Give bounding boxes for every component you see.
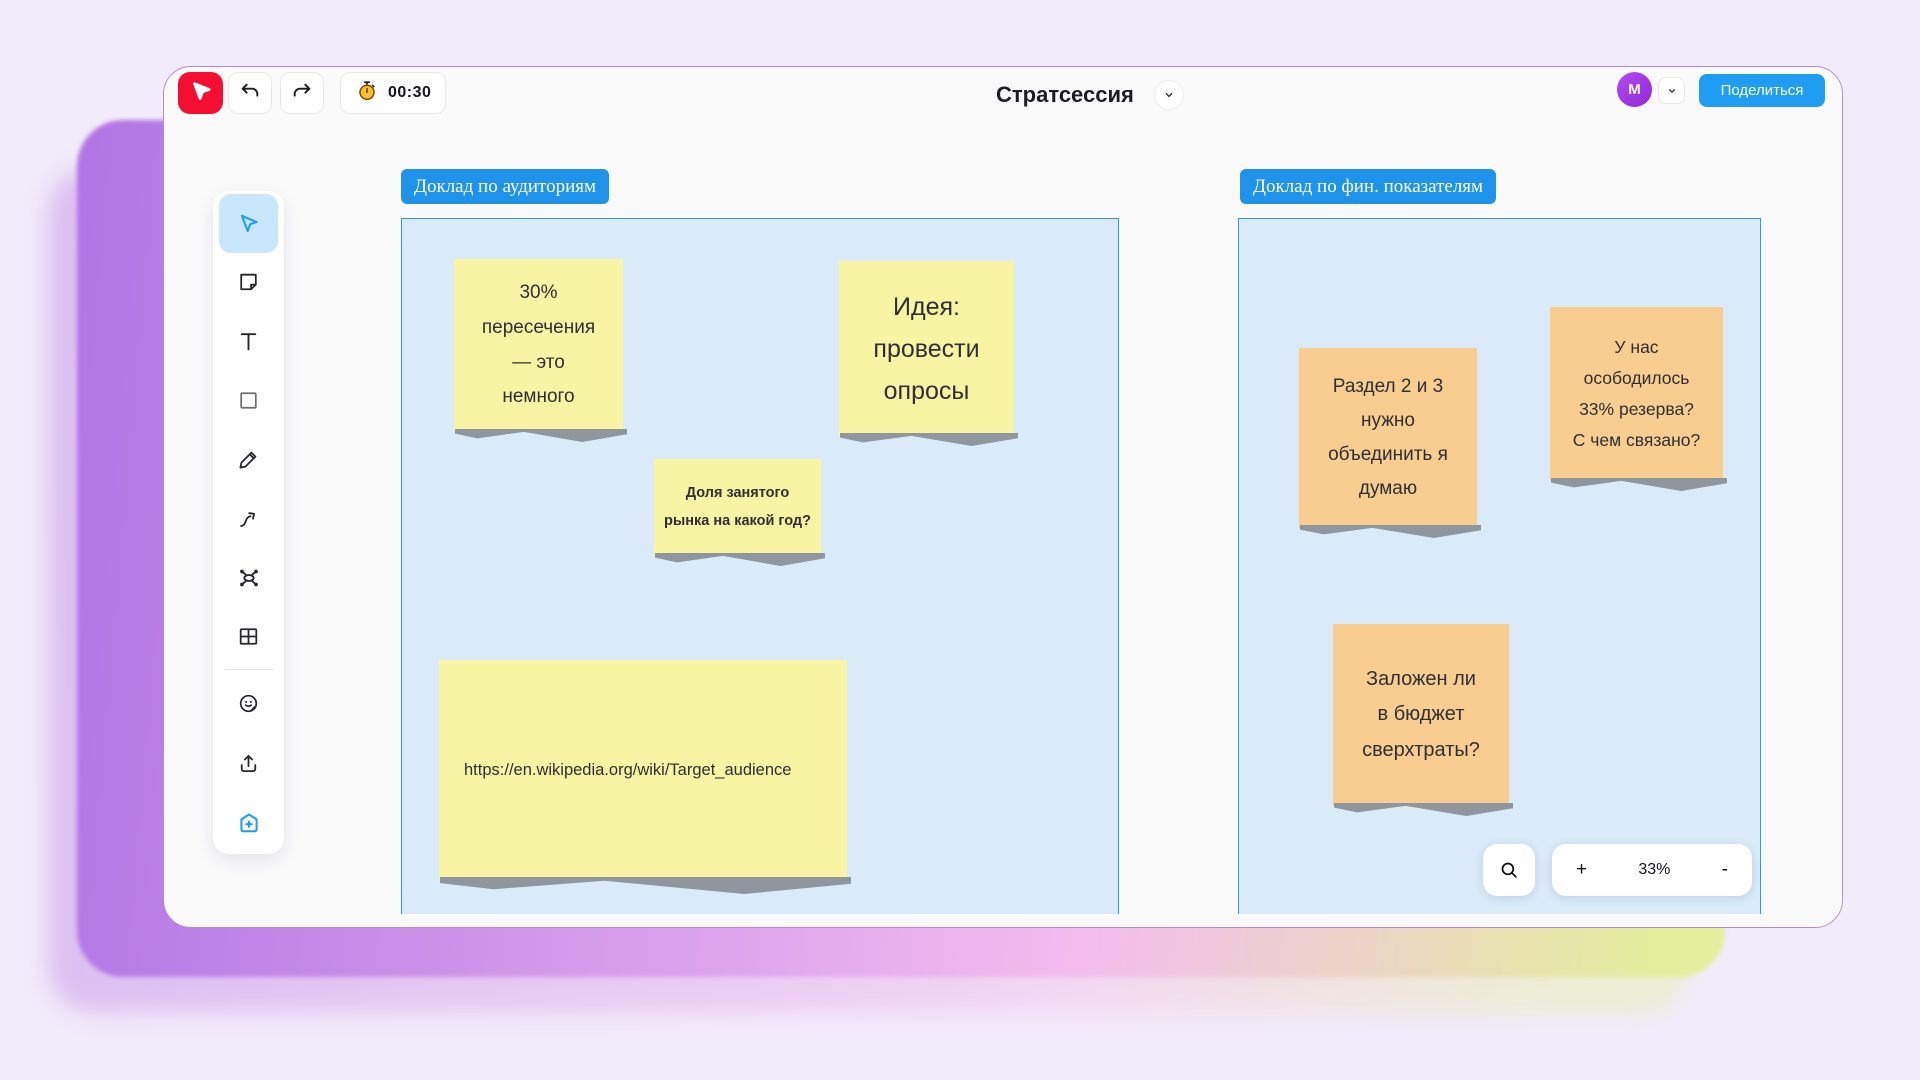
frame-title-financials[interactable]: Доклад по фин. показателям: [1240, 169, 1497, 204]
share-button[interactable]: Поделиться: [1699, 74, 1825, 107]
tool-sticky-note[interactable]: [219, 253, 278, 312]
account-dropdown[interactable]: [1658, 77, 1685, 104]
cursor-icon: [240, 214, 258, 232]
pencil-icon: [239, 451, 257, 469]
tool-pen[interactable]: [219, 430, 278, 489]
zoom-level: 33%: [1638, 861, 1671, 878]
add-frame-icon: [239, 813, 258, 833]
search-icon: [1501, 862, 1517, 878]
cursor-logo-icon: [188, 78, 214, 109]
tool-upload[interactable]: [219, 733, 278, 793]
tools-panel: [213, 191, 284, 854]
tool-select[interactable]: [219, 194, 278, 253]
undo-icon: [238, 79, 262, 108]
sticky-note[interactable]: Идея: провести опросы: [839, 261, 1018, 446]
sticky-note[interactable]: 30% пересечения — это немного: [454, 259, 627, 442]
curved-arrow-icon: [240, 512, 256, 527]
redo-button[interactable]: [280, 72, 324, 114]
search-button[interactable]: [1483, 844, 1535, 896]
sticky-note[interactable]: Доля занятого рынка на какой год?: [654, 459, 825, 566]
frame-title-audiences[interactable]: Доклад по аудиториям: [401, 169, 610, 204]
redo-icon: [290, 79, 314, 108]
table-grid-icon: [239, 628, 258, 645]
note-text: 30% пересечения — это немного: [481, 281, 596, 408]
tool-shape[interactable]: [219, 371, 278, 430]
chevron-down-icon: [1668, 88, 1675, 93]
tool-mindmap[interactable]: [219, 548, 278, 607]
undo-button[interactable]: [228, 72, 272, 114]
upload-icon: [240, 754, 257, 772]
stopwatch-icon: [355, 79, 379, 108]
board-title: Стратсессия: [996, 82, 1134, 107]
zoom-control: + 33% -: [1552, 844, 1752, 896]
tool-table[interactable]: [219, 607, 278, 666]
note-text: Доля занятого рынка на какой год?: [664, 484, 811, 529]
sticky-note-link[interactable]: https://en.wikipedia.org/wiki/Target_aud…: [439, 660, 851, 894]
tool-sticker[interactable]: [219, 673, 278, 733]
sticky-note[interactable]: Раздел 2 и 3 нужно объединить я думаю: [1299, 348, 1481, 538]
note-text: Идея: провести опросы: [873, 292, 980, 405]
sticky-note-icon: [240, 273, 257, 291]
note-text: https://en.wikipedia.org/wiki/Target_aud…: [464, 761, 792, 779]
timer-button[interactable]: 00:30: [340, 72, 447, 114]
zoom-out-button[interactable]: -: [1721, 859, 1728, 880]
tool-add-frame[interactable]: [219, 793, 278, 853]
sticky-note[interactable]: У нас осободилось 33% резерва? С чем свя…: [1550, 307, 1727, 491]
rectangle-icon: [240, 392, 257, 409]
text-icon: [240, 333, 257, 351]
toolbar-divider: [224, 669, 273, 670]
app-window: 00:30 Стратсессия M Поделиться: [163, 66, 1843, 928]
tool-text[interactable]: [219, 312, 278, 371]
chevron-down-icon: [1165, 92, 1173, 98]
sticker-smiley-icon: [239, 694, 258, 712]
avatar-initial: M: [1628, 81, 1641, 98]
mindmap-icon: [239, 569, 258, 586]
board-title-dropdown[interactable]: [1153, 80, 1184, 110]
note-text: У нас осободилось 33% резерва? С чем свя…: [1572, 336, 1701, 451]
note-text: Заложен ли в бюджет сверхтраты?: [1362, 667, 1480, 761]
app-logo[interactable]: [178, 72, 223, 114]
sticky-note[interactable]: Заложен ли в бюджет сверхтраты?: [1333, 624, 1513, 816]
timer-value: 00:30: [388, 84, 432, 101]
tool-connector[interactable]: [219, 489, 278, 548]
user-avatar[interactable]: M: [1617, 72, 1652, 107]
note-text: Раздел 2 и 3 нужно объединить я думаю: [1328, 375, 1448, 500]
zoom-in-button[interactable]: +: [1576, 859, 1588, 880]
